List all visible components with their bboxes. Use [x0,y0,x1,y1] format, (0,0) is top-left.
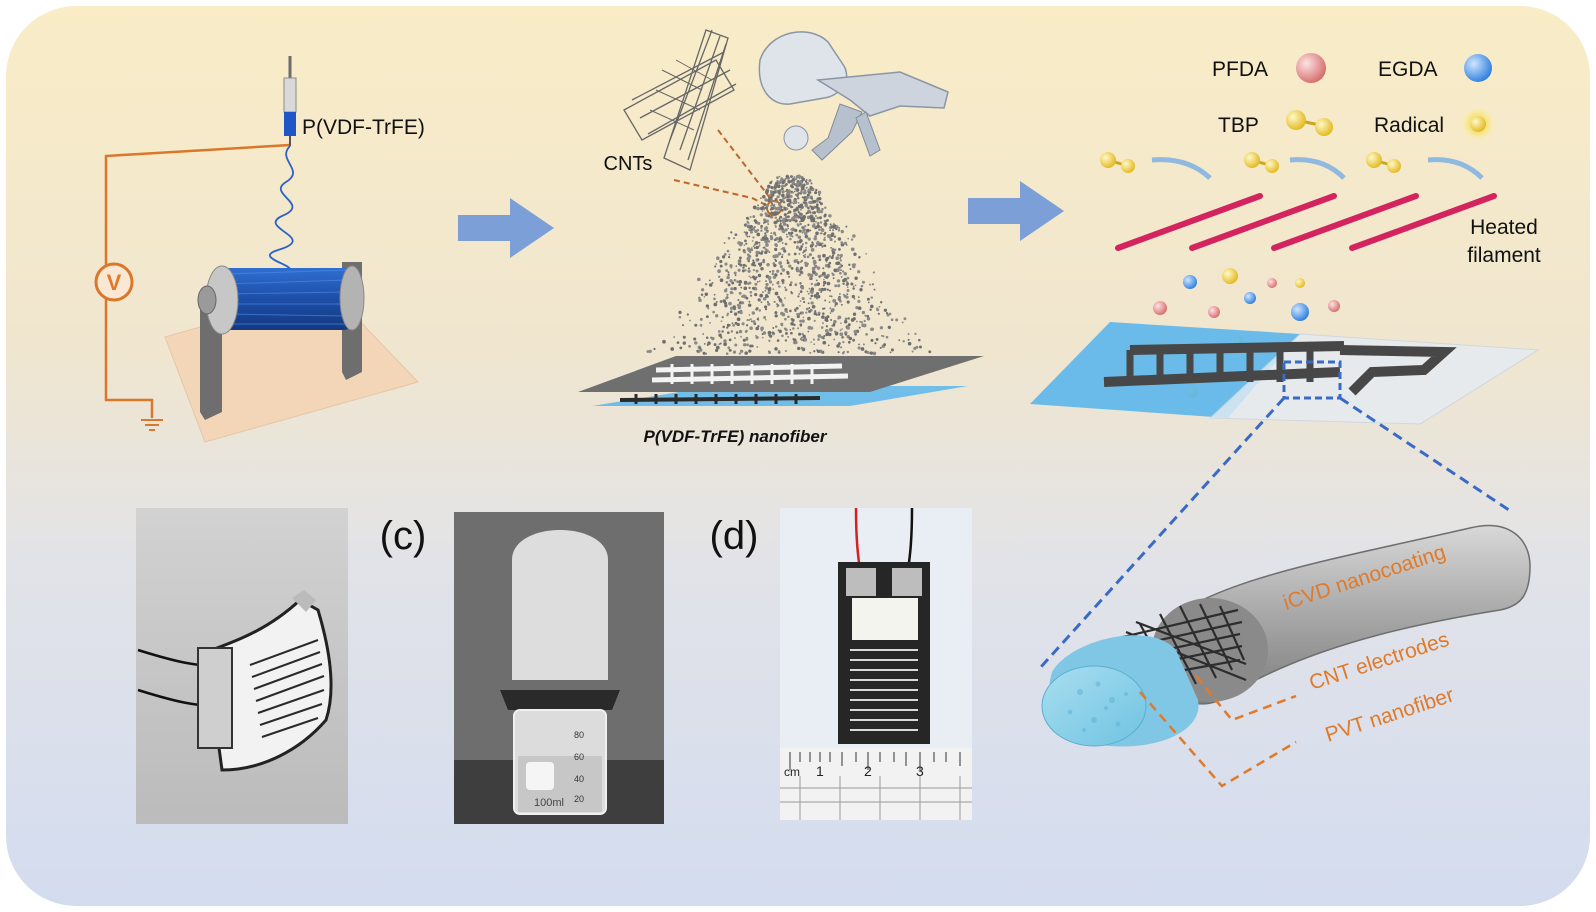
electrospin-material-label: P(VDF-TrFE) [302,116,425,139]
icvd-step: PFDA EGDA TBP Radical [1030,53,1541,670]
ruler-unit: cm [784,765,800,779]
legend-tbp-label: TBP [1218,114,1259,137]
legend-tbp: TBP [1218,110,1333,137]
beaker-mark-60: 60 [574,752,584,762]
heated-filaments [1115,193,1497,251]
photo-beaker: 100ml 80 60 40 20 [454,512,664,824]
photo-device-with-ruler: cm 1 2 3 [780,507,972,820]
voltage-symbol: V [107,270,122,295]
heated-filament-label-1: Heated [1470,216,1538,239]
pfda-sphere-icon [1296,53,1326,83]
panel-d-label: (d) [710,514,759,558]
electrode-callout-line [1195,675,1297,722]
beaker-mark-40: 40 [574,774,584,784]
spray-gun-icon [758,31,949,161]
tbp-dimer-icon [1286,110,1306,130]
legend-radical: Radical [1374,106,1496,142]
cnt-tubes-icon [623,29,737,171]
spray-cloud [646,174,932,356]
beaker-mark-80: 80 [574,730,584,740]
pvt-nanofiber-core [1041,635,1199,747]
fiber-cross-section: iCVD nanocoating CNT electrodes PVT nano… [1041,524,1531,788]
fiber-layer-label: PVT nanofiber [1322,684,1456,747]
cnts-label: CNTs [604,153,653,175]
ruler-tick-3: 3 [916,763,924,779]
legend-pfda-label: PFDA [1212,58,1268,81]
zoom-line-left [1038,396,1286,670]
egda-sphere-icon [1464,54,1492,82]
collector-drum [197,262,365,420]
zoom-line-right [1339,396,1513,514]
panel-c-label: (c) [380,514,427,558]
nanofiber-caption: P(VDF-TrFE) nanofiber [644,427,828,446]
ruler-tick-2: 2 [864,763,872,779]
beaker-mark-20: 20 [574,794,584,804]
fiber-callout-line [1139,691,1297,788]
stencil-and-substrate [578,356,984,406]
cnt-callout-line [673,179,769,207]
legend-egda-label: EGDA [1378,58,1438,81]
legend-radical-label: Radical [1374,114,1444,137]
photo-bent-device [136,508,348,824]
process-arrow-1 [458,198,554,258]
legend-pfda: PFDA [1212,53,1326,83]
coated-device [1030,322,1540,425]
electrospinning-setup: V P(VDF-TrFE) [94,56,425,443]
zoom-box [1282,360,1342,400]
heated-filament-label-2: filament [1467,244,1541,267]
fiber-jet [269,145,294,277]
legend-egda: EGDA [1378,54,1492,82]
beaker-volume-text: 100ml [534,797,564,809]
circuit-wire [104,143,291,418]
tbp-flow [1100,152,1484,180]
ruler [780,748,972,820]
spray-coating-step: CNTs P(VDF-TrFE) nanofiber [578,29,984,446]
process-arrow-2 [968,181,1064,241]
syringe-icon [283,56,297,146]
voltmeter-icon: V [94,262,134,302]
ruler-tick-1: 1 [816,763,824,779]
